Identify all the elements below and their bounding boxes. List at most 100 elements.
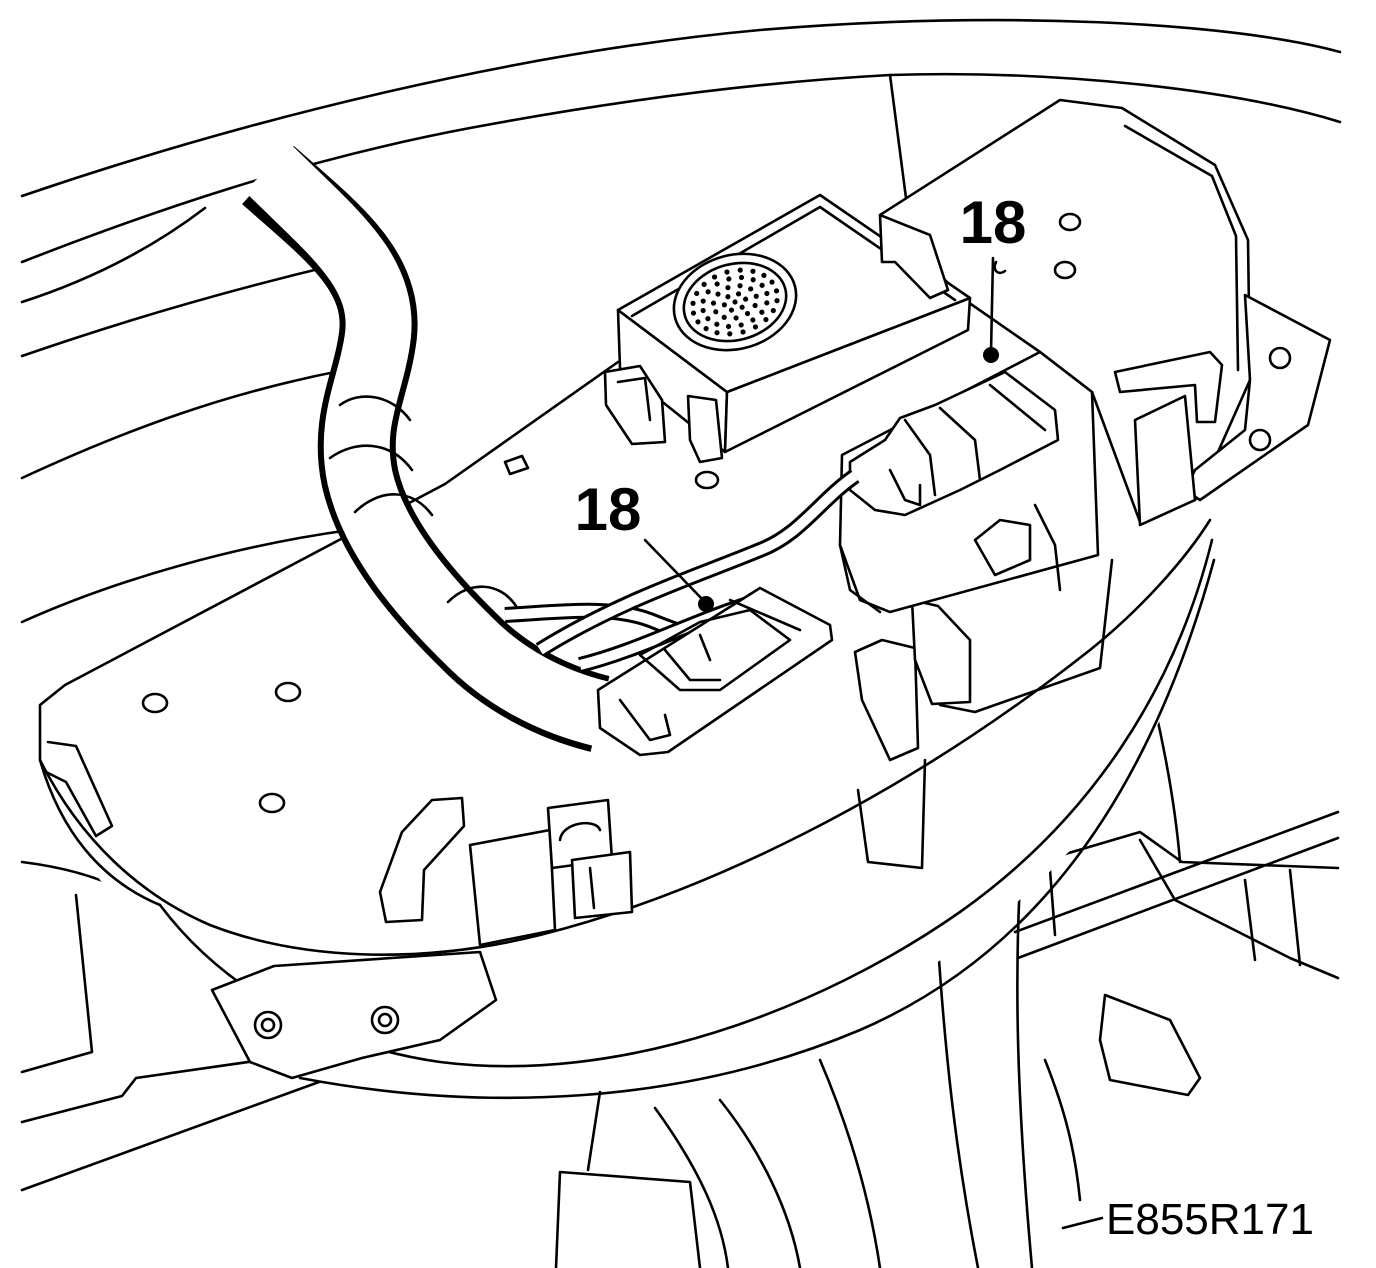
harness-tape-wrap (446, 585, 518, 608)
grille-hole (690, 300, 696, 306)
grille-hole (753, 293, 759, 299)
screw-hole (258, 792, 286, 814)
grille-hole (773, 288, 780, 294)
grille-hole (703, 325, 709, 332)
grille-hole (714, 321, 720, 327)
harness-tape-wrap (353, 493, 434, 517)
module-clip (686, 394, 724, 464)
lower-trim-line (554, 1170, 702, 1268)
lower-trim-line (818, 1058, 882, 1268)
module-clip-detail (616, 376, 652, 422)
plate-hole (694, 470, 720, 490)
harness-tape-wrap (338, 395, 412, 422)
grille-hole (700, 298, 706, 304)
grille-hole (744, 310, 751, 317)
grille-hole (726, 276, 732, 282)
dashboard-line (20, 528, 352, 624)
rear-plate-hole (1058, 212, 1082, 232)
grille-hole (750, 277, 756, 283)
screw-hole (274, 681, 302, 703)
grille-hole (727, 331, 733, 337)
grille-hole (743, 296, 749, 302)
dashboard-line (20, 368, 347, 480)
grille-hole (732, 299, 738, 305)
housing-clip (910, 598, 972, 706)
frame-line (1288, 868, 1302, 967)
grille-hole (724, 269, 730, 275)
speaker-grille (672, 252, 798, 352)
lower-bracket (1098, 993, 1202, 1097)
steering-column-edge (936, 943, 980, 1268)
grille-hole (728, 307, 735, 313)
grille-hole (710, 300, 717, 306)
grille-hole (737, 267, 743, 273)
callout-upper: 18 (960, 189, 1026, 363)
housing-clip-detail (588, 866, 596, 910)
lower-trim-line (1043, 1058, 1082, 1202)
grille-hole (735, 291, 742, 297)
dashboard-top-edge (20, 18, 1342, 198)
dashboard-line (20, 263, 337, 358)
grille-hole (770, 307, 776, 314)
connector-right-body (848, 370, 1060, 517)
screw-hole (141, 692, 169, 714)
housing-left-plate-edge (38, 482, 447, 762)
connector-right-latch (903, 418, 937, 497)
callout-leader-dot (698, 596, 714, 612)
connector-left-latch (698, 633, 712, 662)
grille-hole (733, 315, 739, 321)
frame-line (1138, 838, 1340, 980)
grille-hole (748, 286, 754, 292)
dashboard-background (20, 18, 1342, 1268)
dashboard-line (20, 206, 207, 304)
dashboard-line (20, 1076, 332, 1192)
grille-hole (705, 316, 711, 322)
grille-hole (714, 330, 720, 336)
harness-tape-wrap (328, 444, 414, 472)
connector-left-latch (728, 598, 802, 632)
grille-hole (690, 310, 697, 316)
connector-left (596, 586, 834, 757)
frame-line (1243, 878, 1257, 962)
dashboard-line (20, 1058, 264, 1124)
cross-member (1013, 810, 1340, 934)
connector-left-body (638, 608, 792, 692)
grille-hole (737, 283, 743, 289)
connector-right-housing-edge (838, 543, 882, 614)
callout-lower: 18 (575, 476, 714, 612)
grille-hole (764, 300, 770, 306)
plate-square-mark (503, 454, 530, 476)
left-rim-tab (44, 740, 114, 838)
grille-hole (713, 309, 719, 315)
grille-hole (764, 290, 770, 297)
connector-right-clip (973, 518, 1032, 577)
grille-hole (711, 274, 718, 280)
housing-outer-bottom (298, 558, 1216, 1100)
grille-hole (738, 322, 744, 328)
grille-hole (694, 290, 700, 297)
figure-id-leader (1061, 1216, 1104, 1230)
housing-clip-detail (558, 821, 602, 842)
cross-member (1016, 836, 1340, 960)
connector-right-latch (988, 383, 1047, 432)
speaker-inner-rim (682, 261, 788, 343)
grille-hole (714, 281, 720, 287)
grille-hole (695, 319, 701, 325)
mounting-bracket (210, 950, 498, 1080)
frame-line (1043, 830, 1340, 870)
connector-right-housing-edge (1033, 503, 1062, 592)
housing-silhouette (40, 100, 1330, 1086)
figure-id-label: E855R171 (1106, 1195, 1314, 1244)
housing-rim-block (938, 558, 1114, 714)
housing-side-edge (38, 758, 162, 907)
housing-plate-edge (443, 360, 620, 486)
grille-hole (750, 317, 756, 323)
callout-leader-line (989, 256, 995, 354)
callout-label: 18 (575, 476, 642, 543)
grille-hole (715, 291, 721, 297)
grille-hole (774, 298, 780, 304)
rear-plate-notch (993, 260, 1007, 275)
connector-left-latch (618, 698, 672, 742)
side-clip (1133, 394, 1197, 527)
